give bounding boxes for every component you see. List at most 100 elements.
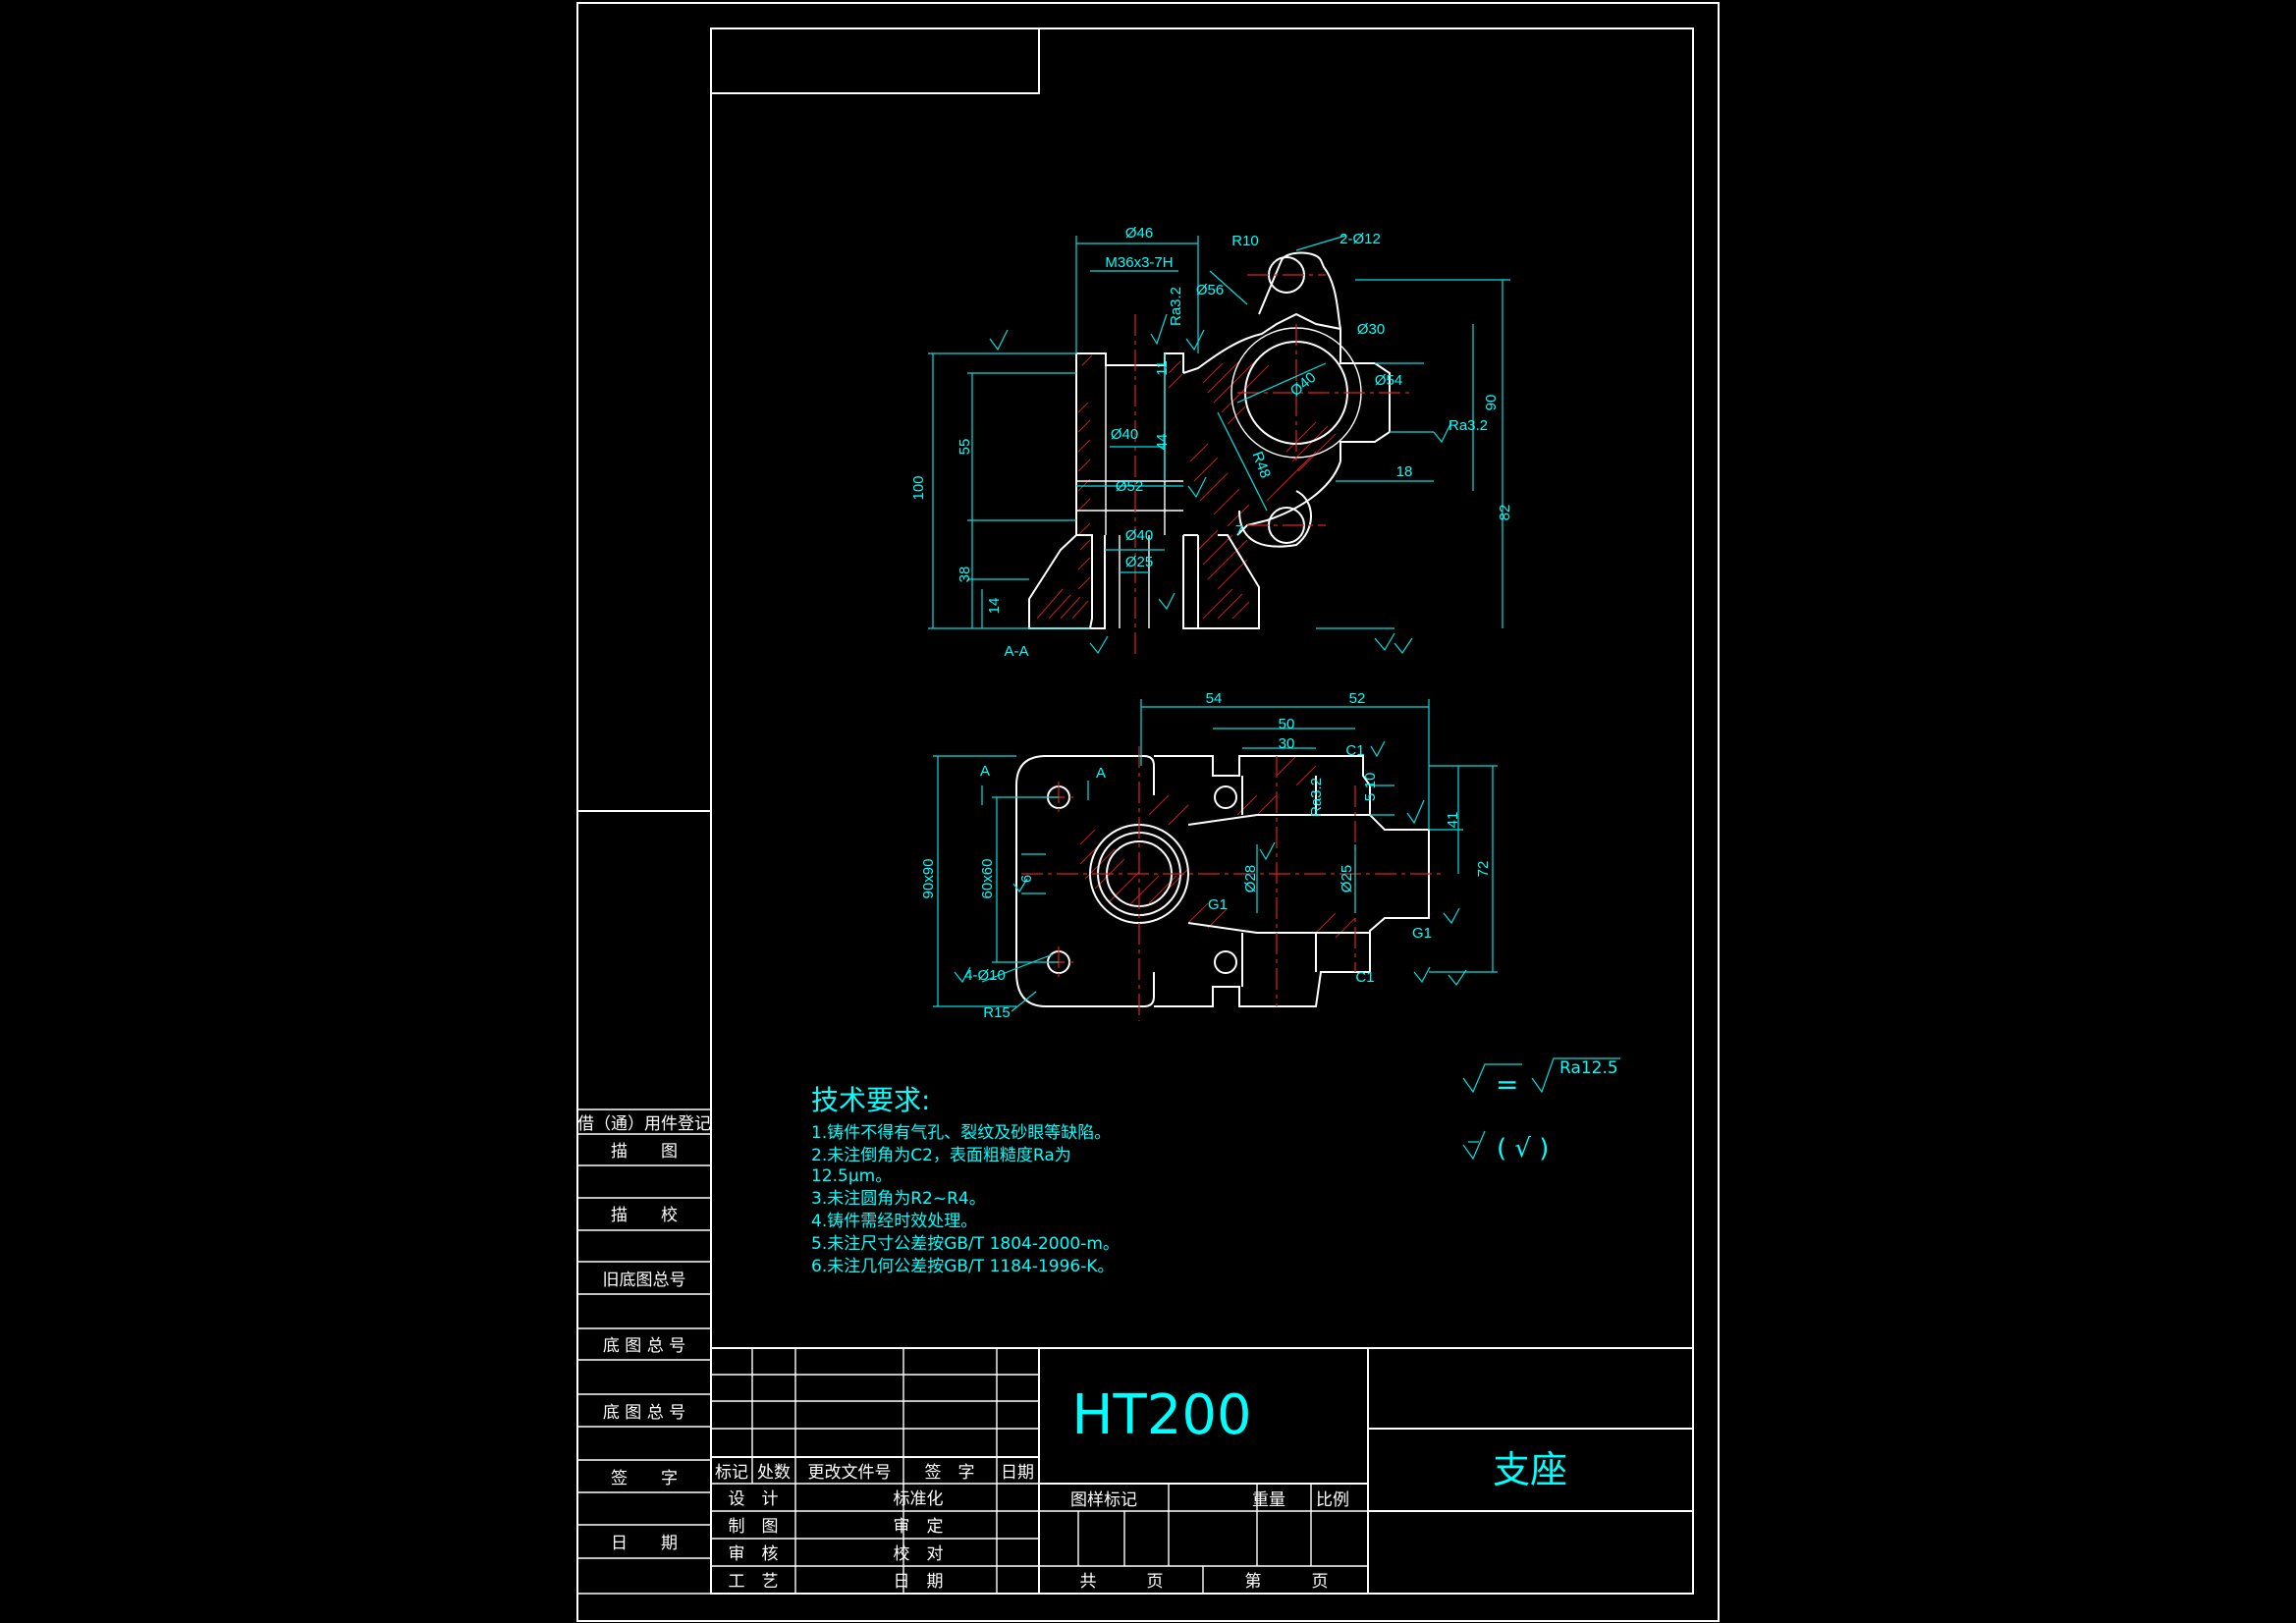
dim-5: 5 [1362,793,1379,801]
roughness-bracket: ( √ ) [1497,1134,1549,1163]
weight-label: 重量 [1252,1490,1285,1510]
dim-d52: Ø52 [1116,478,1143,495]
tech-requirements: 技术要求: 1.铸件不得有气孔、裂纹及砂眼等缺陷。 2.未注倒角为C2，表面粗糙… [811,1084,1120,1276]
registry-0: 借（通）用件登记 [577,1114,711,1134]
role-date: 日 期 [894,1572,944,1592]
drawing-mark-label: 图样标记 [1070,1490,1137,1510]
dim-holes2: 2-Ø12 [1339,231,1381,247]
dim-d40b: Ø40 [1111,426,1138,443]
registry-7: 日 期 [611,1534,678,1553]
registry-2: 描 校 [611,1206,678,1225]
tech-line-7: 6.未注几何公差按GB/T 1184-1996-K。 [811,1257,1115,1276]
tech-line-1: 1.铸件不得有气孔、裂纹及砂眼等缺陷。 [811,1123,1111,1143]
tech-line-2: 2.未注倒角为C2，表面粗糙度Ra为 [811,1146,1071,1165]
material: HT200 [1071,1383,1251,1447]
dim-g1a: G1 [1208,896,1228,913]
mount-hole-tr [1214,785,1237,809]
roughness-symbol-2-icon [1462,1130,1486,1161]
dim-7: 7 [1235,522,1243,539]
section-label: A-A [1004,643,1028,660]
dim-r10: R10 [1231,233,1259,249]
sheet-no: 第 页 [1245,1572,1329,1592]
bottom-lug [1238,490,1312,548]
dim-d56: Ø56 [1196,282,1224,298]
rev-date: 日期 [1001,1463,1034,1483]
role-check: 校 对 [894,1544,944,1564]
dim-18: 18 [1396,463,1413,480]
dim-6: 6 [1018,875,1035,883]
dim-82: 82 [1497,505,1513,521]
registry-6: 签 字 [611,1469,678,1488]
roughness-symbol-ra-icon [1531,1057,1620,1094]
rev-count: 处数 [757,1463,791,1483]
dim-d25: Ø25 [1125,554,1153,570]
plan-dim-text: 54 52 50 30 C1 A A Ra3.2 5 10 41 72 90x9… [920,690,1492,1021]
dim-30: 30 [1279,735,1295,752]
dim-100: 100 [910,475,927,500]
dim-d40c: Ø40 [1125,527,1153,544]
role-draw: 制 图 [729,1517,779,1537]
dim-d40a: Ø40 [1287,369,1320,400]
section-dim-text: Ø46 M36x3-7H R10 2-Ø12 Ø56 Ra3.2 Ø30 Ø40… [910,225,1513,660]
registry-5: 底 图 总 号 [603,1403,685,1423]
role-design: 设 计 [729,1489,779,1509]
dim-d25-plan: Ø25 [1339,865,1355,893]
dim-ra2: Ra3.2 [1449,417,1488,434]
inner-frame [710,27,1694,1595]
dim-38: 38 [957,567,973,583]
dim-holes4: 4-Ø10 [964,967,1006,984]
dim-r48: R48 [1249,450,1274,481]
roughness-symbol-icon [1462,1063,1522,1094]
top-lug [1258,251,1341,330]
dim-50: 50 [1279,716,1295,732]
dim-c1b: C1 [1355,969,1374,986]
role-process: 工 艺 [729,1572,779,1592]
dim-g1b: G1 [1412,925,1432,942]
plan-dimension-lines [933,699,1498,1012]
tech-heading: 技术要求: [811,1084,930,1116]
tech-line-6: 5.未注尺寸公差按GB/T 1804-2000-m。 [811,1234,1120,1254]
title-block: 标记 处数 更改文件号 签 字 日期 设 计 制 图 审 核 工 艺 标准化 审… [710,1347,1694,1595]
dim-52: 52 [1349,690,1366,707]
dim-a1: A [980,763,990,780]
role-standard: 标准化 [894,1489,944,1509]
tech-line-3: 12.5μm。 [811,1166,892,1186]
side-registry: 借（通）用件登记 描 图 描 校 旧底图总号 底 图 总 号 底 图 总 号 签… [577,810,711,1595]
dim-14: 14 [986,598,1003,615]
section-dimension-lines [928,235,1510,629]
registry-3: 旧底图总号 [603,1271,686,1290]
dim-10: 10 [1362,773,1379,789]
dim-44: 44 [1154,434,1171,451]
tech-line-4: 3.未注圆角为R2~R4。 [811,1189,986,1209]
registry-4: 底 图 总 号 [603,1336,685,1356]
dim-d46: Ø46 [1125,225,1153,242]
dim-41: 41 [1445,812,1461,829]
code-box [710,27,1040,94]
mount-hole-br [1214,950,1237,974]
dim-54: 54 [1206,690,1223,707]
dim-r15: R15 [983,1004,1011,1021]
dim-90x90: 90x90 [920,859,937,899]
dim-72: 72 [1475,861,1492,878]
dim-thread: M36x3-7H [1105,254,1173,271]
registry-1: 描 图 [611,1142,678,1162]
section-view: Ø46 M36x3-7H R10 2-Ø12 Ø56 Ra3.2 Ø30 Ø40… [910,225,1513,660]
plan-view: 54 52 50 30 C1 A A Ra3.2 5 10 41 72 90x9… [920,690,1498,1021]
dim-a2: A [1096,765,1106,782]
roughness-legend: = Ra12.5 ( √ ) [1462,1057,1620,1163]
roughness-ra: Ra12.5 [1559,1058,1618,1078]
dim-ra1: Ra3.2 [1168,287,1184,326]
outer-frame [576,2,1720,1622]
rev-mark: 标记 [715,1463,748,1483]
rev-docno: 更改文件号 [808,1463,892,1483]
section-hatch [1036,354,1337,620]
dim-11: 11 [1154,360,1171,376]
dim-55: 55 [957,439,973,456]
roughness-eq: = [1496,1068,1518,1101]
dim-ra-plan: Ra3.2 [1308,778,1325,817]
dim-60x60: 60x60 [979,859,996,899]
total-sheets: 共 页 [1080,1572,1164,1592]
tech-line-5: 4.铸件需经时效处理。 [811,1212,977,1231]
role-review: 审 核 [729,1544,779,1564]
